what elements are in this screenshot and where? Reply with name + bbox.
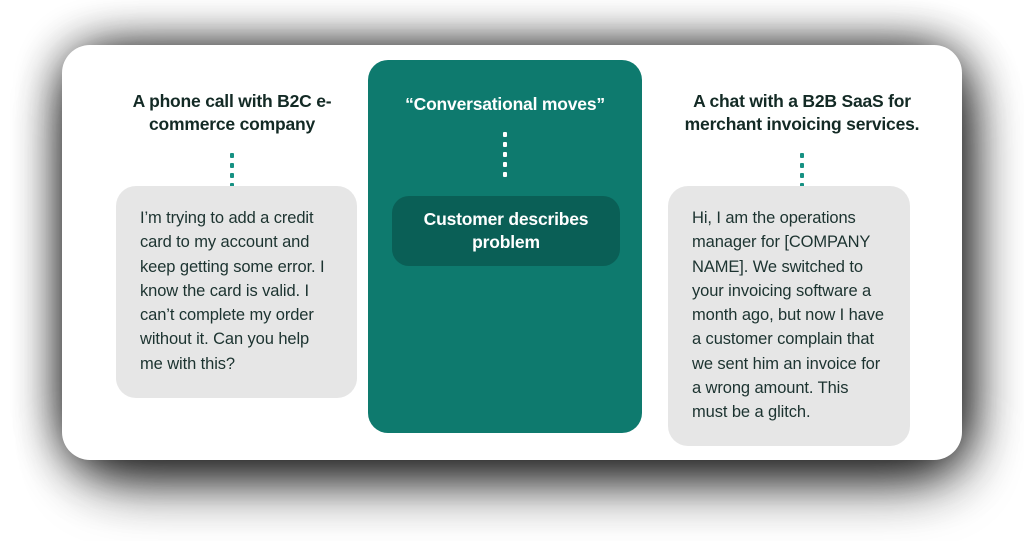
conversational-move-label: Customer describes problem xyxy=(423,209,589,252)
dot-icon xyxy=(800,182,804,188)
dot-icon xyxy=(503,151,507,157)
dot-icon xyxy=(503,171,507,177)
dot-icon xyxy=(800,172,804,178)
dot-icon xyxy=(800,162,804,168)
conversational-move-card: Customer describes problem xyxy=(392,196,620,266)
center-panel-heading: “Conversational moves” xyxy=(405,94,605,114)
dot-icon xyxy=(230,172,234,178)
dot-icon xyxy=(503,141,507,147)
conversational-moves-panel: “Conversational moves” Customer describe… xyxy=(368,60,642,433)
right-column-heading: A chat with a B2B SaaS for merchant invo… xyxy=(684,91,920,135)
dot-icon xyxy=(503,161,507,167)
center-connector-dots xyxy=(368,131,642,177)
left-chat-bubble: I’m trying to add a credit card to my ac… xyxy=(116,186,357,398)
dot-icon xyxy=(230,152,234,158)
dot-icon xyxy=(800,152,804,158)
left-column-heading: A phone call with B2C e-commerce company xyxy=(132,91,332,135)
right-chat-bubble: Hi, I am the operations manager for [COM… xyxy=(668,186,910,447)
column-center: “Conversational moves” Customer describe… xyxy=(368,45,642,460)
dot-icon xyxy=(230,162,234,168)
dot-icon xyxy=(230,182,234,188)
column-left: A phone call with B2C e-commerce company… xyxy=(82,45,382,460)
column-right: A chat with a B2B SaaS for merchant invo… xyxy=(652,45,952,460)
dot-icon xyxy=(503,131,507,137)
white-card: A phone call with B2C e-commerce company… xyxy=(62,45,962,460)
